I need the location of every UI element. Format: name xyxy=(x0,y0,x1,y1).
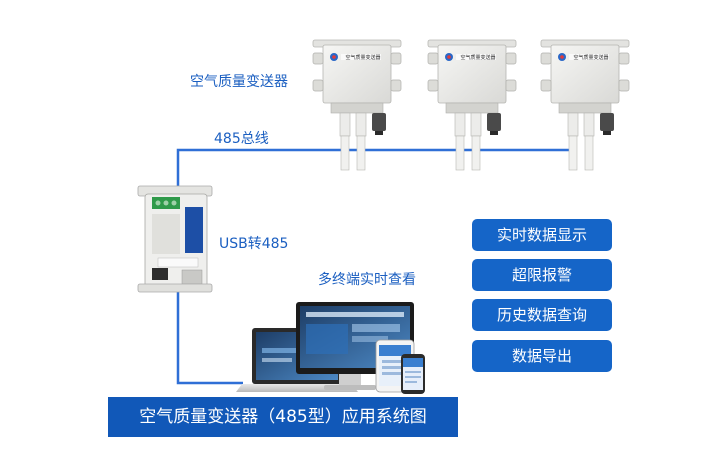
multi-terminal-label: 多终端实时查看 xyxy=(318,272,416,288)
usb-cable-line xyxy=(176,290,243,385)
usb-485-converter xyxy=(137,185,213,293)
converter-label: USB转485 xyxy=(219,236,289,252)
rs485-bus-line xyxy=(176,148,571,196)
sensor-logo-text-1: 空气质量变送器 xyxy=(345,54,380,61)
transmitter-label: 空气质量变送器 xyxy=(190,74,288,90)
feature-history-query: 历史数据查询 xyxy=(472,299,612,331)
phone-device xyxy=(401,354,425,394)
sensor-logo-text-2: 空气质量变送器 xyxy=(460,54,495,61)
feature-realtime-display: 实时数据显示 xyxy=(472,219,612,251)
bus-label: 485总线 xyxy=(214,131,269,147)
feature-overlimit-alarm: 超限报警 xyxy=(472,259,612,291)
feature-data-export: 数据导出 xyxy=(472,340,612,372)
sensor-logo-text-3: 空气质量变送器 xyxy=(573,54,608,61)
diagram-caption: 空气质量变送器（485型）应用系统图 xyxy=(108,397,458,437)
